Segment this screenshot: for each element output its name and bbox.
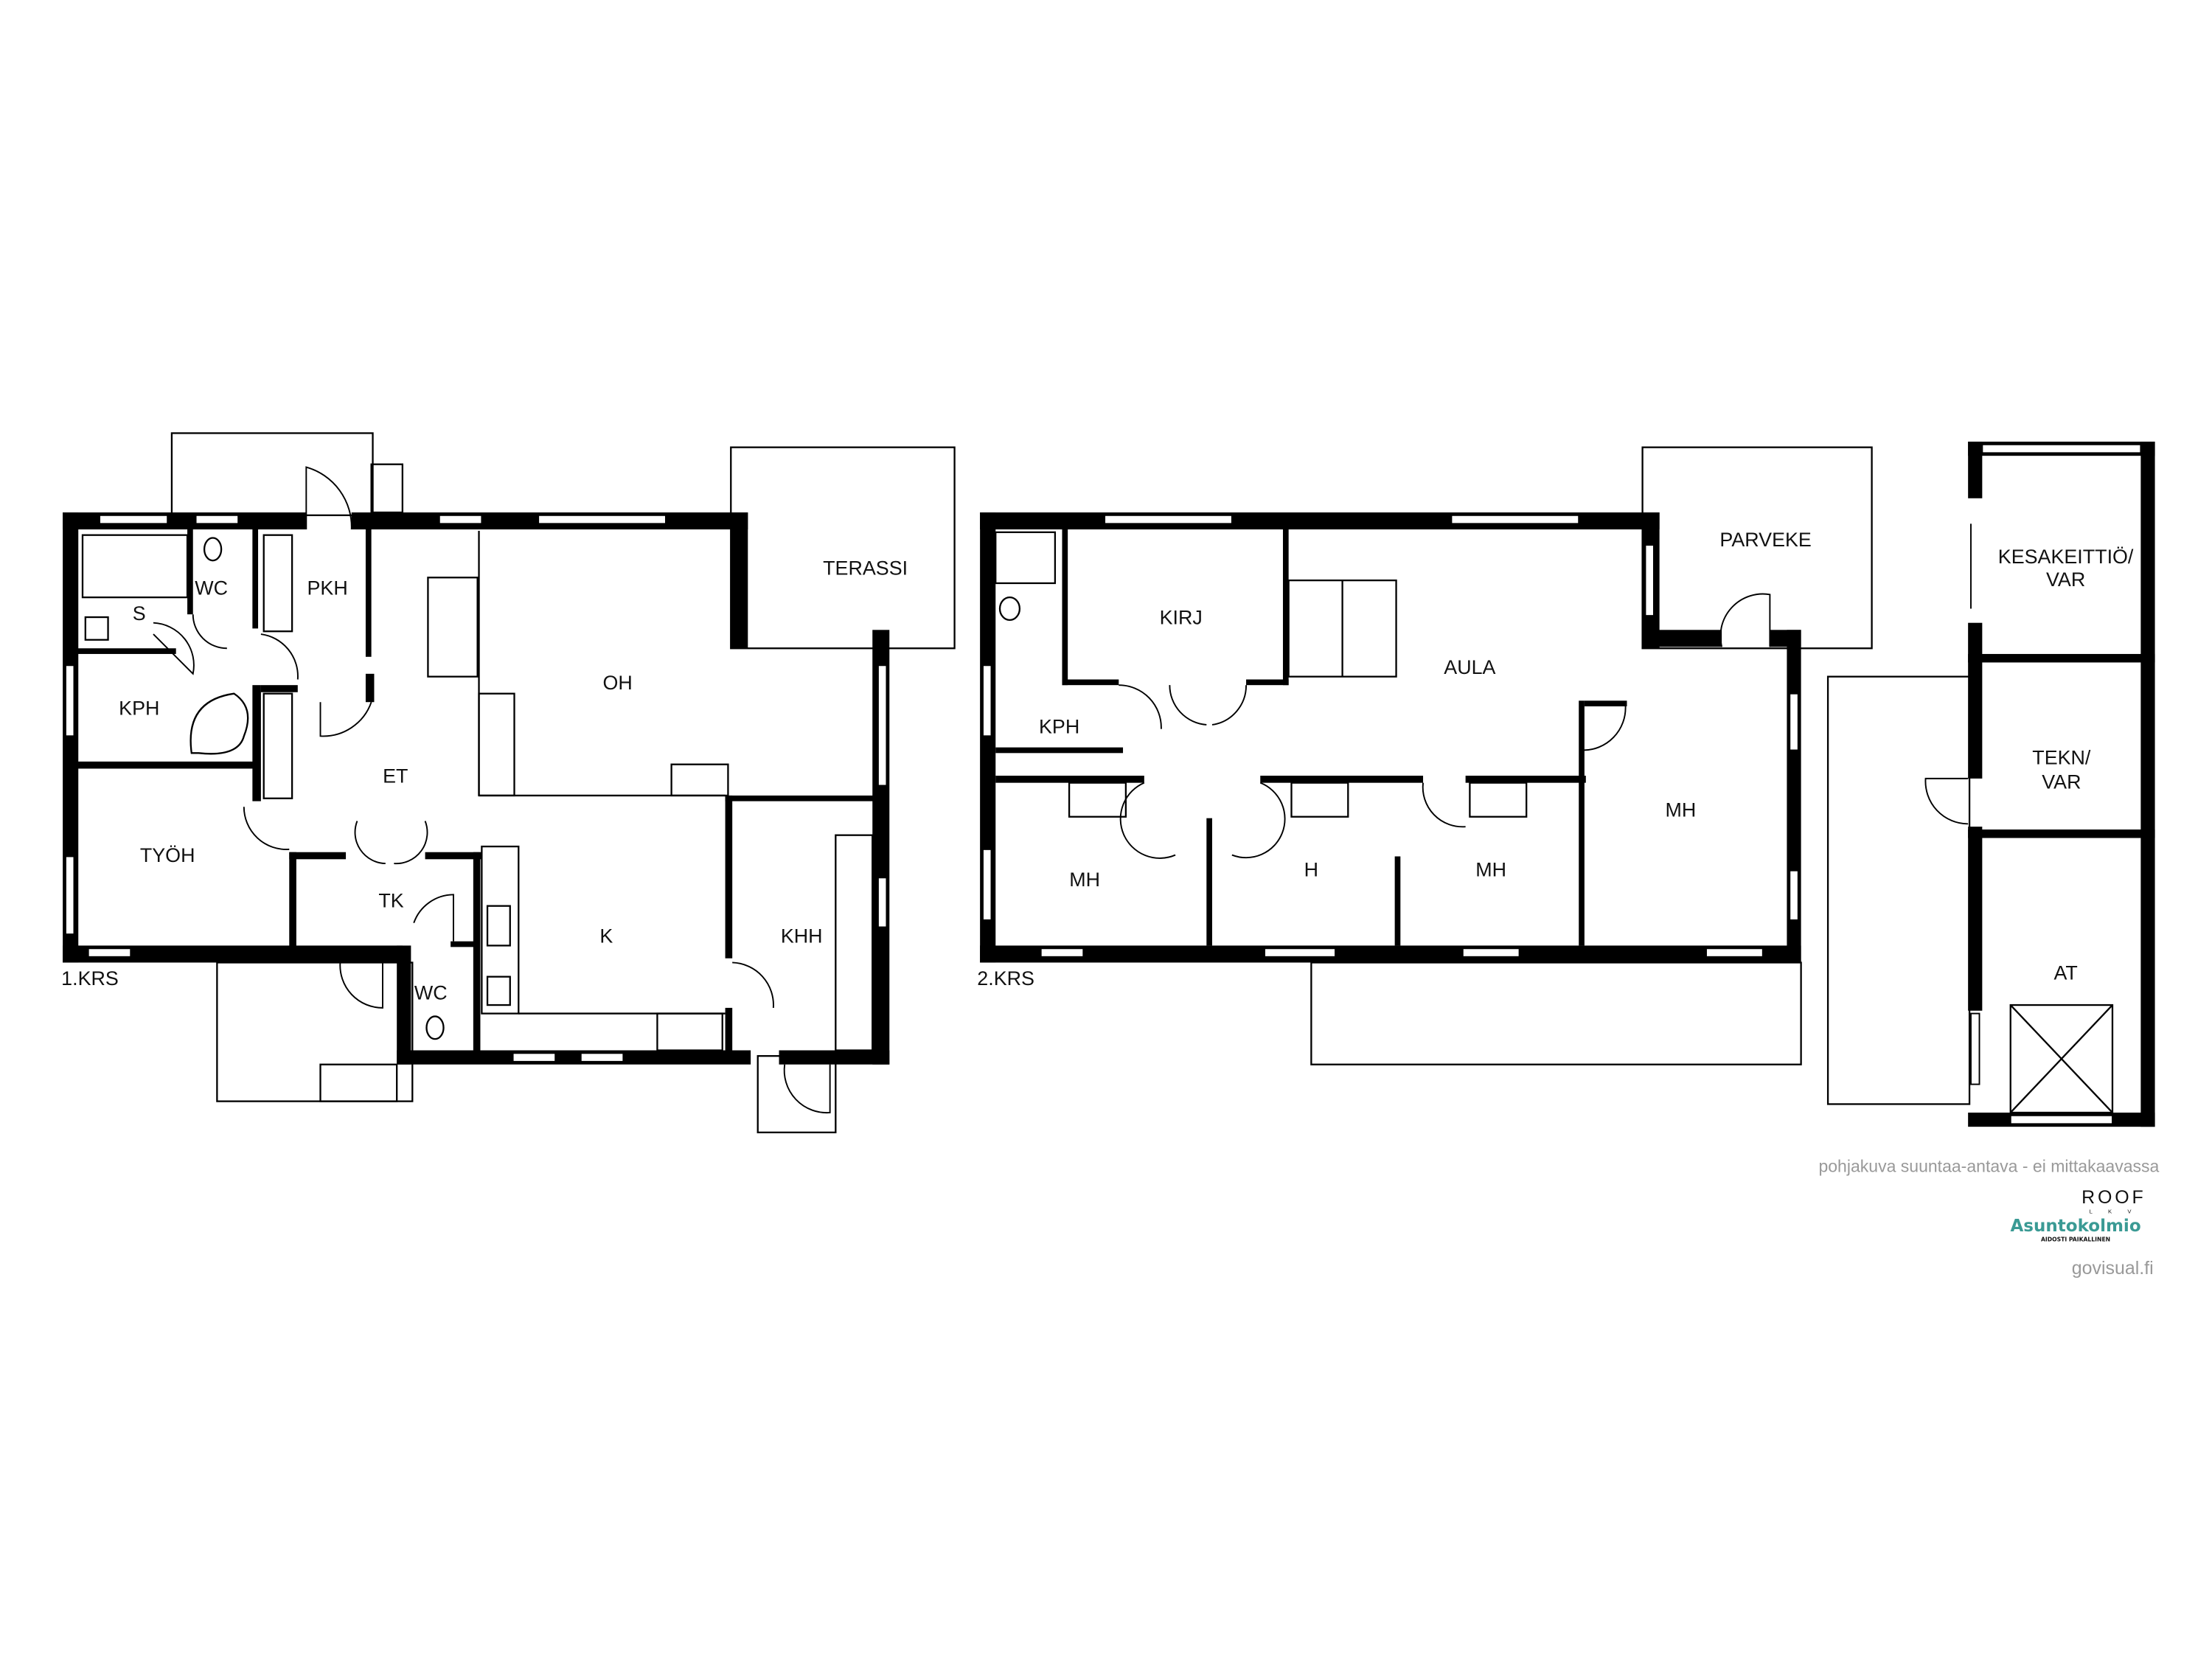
- floor-1-label: 1.KRS: [61, 967, 119, 990]
- room-label-khh: KHH: [781, 925, 823, 947]
- floor-2: [980, 446, 1873, 1065]
- room-label-pkh: PKH: [307, 577, 347, 599]
- asuntokolmio-logo: Asuntokolmio AIDOSTI PAIKALLINEN: [2010, 1217, 2140, 1242]
- utility-porch: [757, 1055, 837, 1133]
- room-label-kph-2: KPH: [1039, 715, 1079, 737]
- room-label-at: AT: [2053, 961, 2077, 984]
- credit-text: govisual.fi: [2072, 1258, 2154, 1279]
- room-label-mh-1: MH: [1069, 869, 1100, 891]
- entrance-canopy: [170, 432, 374, 516]
- room-label-oh: OH: [603, 672, 633, 694]
- svg-text:L K V: L K V: [2090, 1208, 2138, 1214]
- room-label-wc-1: WC: [195, 577, 228, 599]
- room-label-kph-1: KPH: [119, 697, 159, 719]
- carport-area: [1826, 675, 1971, 1105]
- room-label-mh-3: MH: [1666, 799, 1697, 821]
- room-label-tyoh: TYÖH: [140, 844, 195, 866]
- svg-text:Asuntokolmio: Asuntokolmio: [2010, 1217, 2140, 1236]
- svg-text:AIDOSTI PAIKALLINEN: AIDOSTI PAIKALLINEN: [2041, 1237, 2110, 1243]
- room-label-k: K: [599, 925, 613, 947]
- room-label-s: S: [133, 602, 146, 625]
- room-label-terassi: TERASSI: [823, 557, 908, 579]
- room-label-wc-2: WC: [414, 981, 448, 1004]
- floor-2-label: 2.KRS: [977, 967, 1034, 990]
- front-steps: [370, 463, 404, 514]
- floor-1: [63, 432, 956, 1133]
- room-label-tk: TK: [378, 890, 403, 912]
- room-label-mh-2: MH: [1475, 858, 1506, 880]
- room-label-et: ET: [383, 765, 408, 787]
- rear-steps: [319, 1063, 398, 1102]
- room-label-kirj: KIRJ: [1160, 607, 1203, 629]
- disclaimer-text: pohjakuva suuntaa-antava - ei mittakaava…: [1818, 1157, 2159, 1176]
- room-label-kesakeittio-2: VAR: [2046, 568, 2085, 591]
- room-label-kesakeittio-1: KESAKEITTIÖ/: [1998, 546, 2134, 568]
- room-label-tekn-2: VAR: [2042, 771, 2081, 793]
- outbuilding: [1826, 441, 2155, 1127]
- roof-lkv-logo: ROOF L K V: [2081, 1187, 2146, 1214]
- room-label-parveke: PARVEKE: [1719, 529, 1811, 551]
- room-label-tekn-1: TEKN/: [2032, 747, 2091, 769]
- terrace-area: [730, 446, 956, 650]
- svg-text:ROOF: ROOF: [2081, 1187, 2146, 1208]
- room-label-h: H: [1304, 858, 1318, 880]
- lower-roof: [1310, 961, 1802, 1065]
- room-label-aula: AULA: [1444, 656, 1495, 678]
